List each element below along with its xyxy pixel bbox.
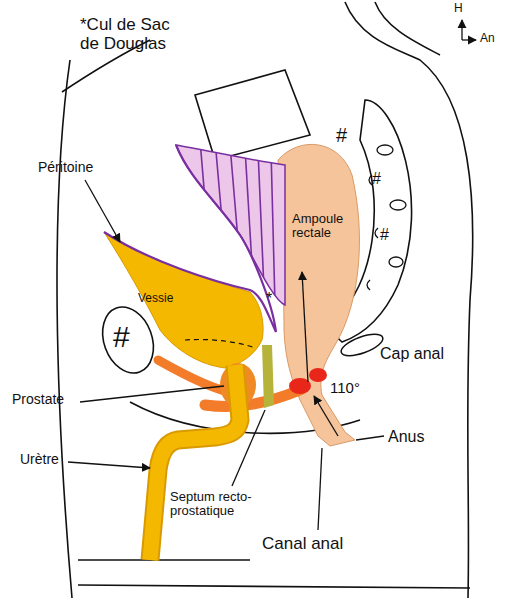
organ-name: Ampoule rectale	[292, 212, 356, 241]
anatomy-label: #	[372, 170, 381, 188]
coccyx	[339, 330, 386, 360]
leader-line	[318, 448, 322, 530]
urethra-edge	[150, 365, 240, 560]
axis-arrow	[314, 396, 338, 436]
peritoneum-line	[104, 145, 276, 332]
anatomy-label: #	[336, 124, 347, 146]
leader-line	[68, 462, 150, 468]
anatomy-label: *Cul de Sac de Douglas	[80, 16, 180, 53]
anatomy-label: Anus	[388, 428, 424, 446]
anatomy-label: Cap anal	[380, 345, 444, 363]
urethra	[150, 365, 240, 560]
leader-line	[80, 386, 224, 402]
anatomy-label: Péritoine	[38, 160, 93, 175]
organ-region: Ampoule rectale	[290, 210, 358, 243]
axis-arrow	[302, 272, 308, 382]
leader-lines	[68, 20, 476, 530]
bladder	[104, 232, 263, 368]
anatomy-label: Septum recto-prostatique	[170, 490, 292, 519]
anatomy-label: Prostate	[12, 392, 64, 407]
anatomy-label: *	[266, 290, 272, 308]
body-contour	[78, 559, 250, 561]
leader-line	[356, 436, 384, 440]
dashed-line	[185, 339, 255, 348]
body-outline	[57, 2, 473, 598]
leader-line	[85, 180, 120, 242]
orientation-arrow	[461, 20, 462, 40]
anatomy-label: #	[113, 320, 130, 353]
stripe	[258, 150, 264, 290]
foramen	[367, 280, 370, 290]
body-contour	[375, 2, 440, 55]
foramen	[390, 200, 406, 210]
anatomy-label: Canal anal	[262, 535, 343, 554]
stripe	[271, 150, 275, 305]
sphincter	[309, 368, 327, 382]
foramen	[377, 145, 393, 155]
leader-line	[232, 410, 265, 486]
anatomy-label: An	[480, 32, 495, 45]
body-contour	[57, 60, 72, 598]
orientation-arrow	[462, 39, 476, 40]
rectum	[278, 144, 359, 446]
foramen	[375, 228, 378, 238]
organ-region: Vessie	[136, 290, 176, 308]
anatomy-label: Urètre	[20, 452, 59, 467]
anatomy-label: 110°	[330, 380, 360, 397]
septum-band	[262, 345, 274, 408]
anatomy-label: H	[454, 2, 463, 15]
anatomy-label: #	[380, 226, 389, 244]
foramen	[389, 257, 403, 267]
vertebra	[195, 70, 310, 160]
foramen	[369, 175, 372, 185]
body-contour	[78, 585, 470, 588]
sacral-foramina	[367, 145, 406, 290]
organ-name: Vessie	[138, 292, 174, 305]
